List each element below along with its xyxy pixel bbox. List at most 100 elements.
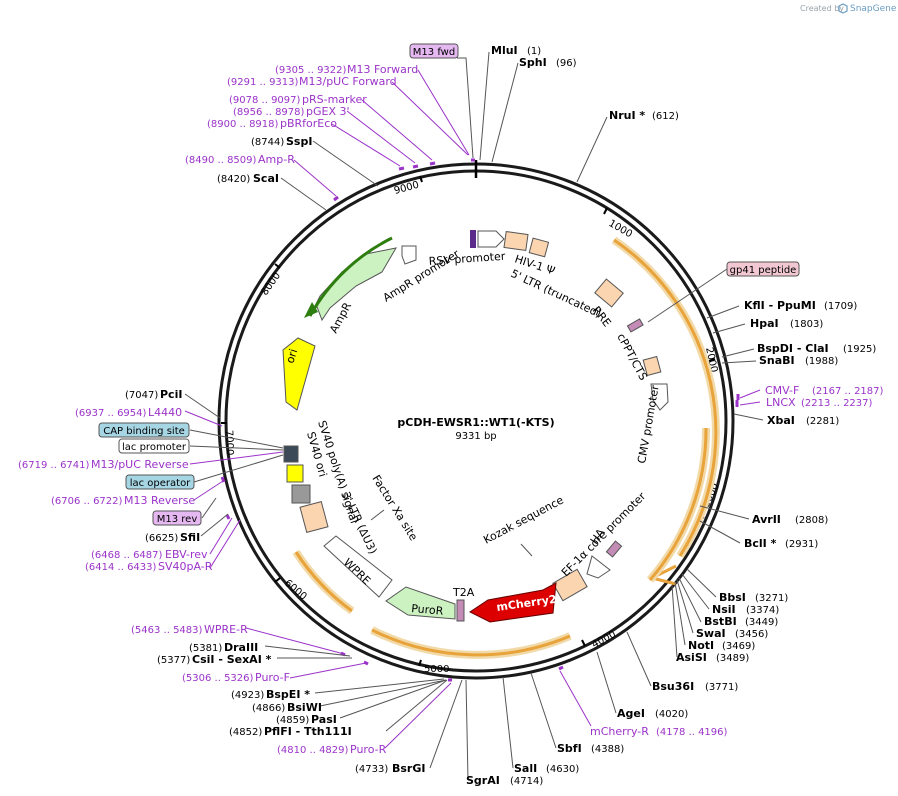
site-name: BbsI bbox=[719, 591, 746, 604]
site-name: DraIII bbox=[224, 641, 258, 654]
feature-label: 5' LTR (truncated) bbox=[509, 267, 604, 320]
feature-label: ori bbox=[283, 347, 300, 365]
site-pos: (8420) bbox=[217, 174, 250, 185]
primer-name: pRS-marker bbox=[302, 93, 367, 106]
site-pos: (1803) bbox=[790, 319, 823, 330]
primer-pos: (4178 .. 4196) bbox=[656, 727, 728, 738]
feature-label: T2A bbox=[452, 586, 475, 599]
feature-label: cPPT/CTS bbox=[614, 331, 649, 382]
site-pos: (3771) bbox=[705, 682, 738, 693]
site-name: PasI bbox=[311, 713, 337, 726]
rre-box-icon bbox=[594, 278, 624, 308]
ori-arrow-icon bbox=[282, 337, 316, 411]
boxed-labels: M13 fwd gp41 peptide CAP binding site la… bbox=[98, 43, 800, 526]
site-name: AvrII bbox=[752, 513, 781, 526]
site-pos: (5381) bbox=[189, 643, 222, 654]
site-name: SspI bbox=[286, 135, 312, 148]
primer-name: Amp-R bbox=[258, 153, 295, 166]
puror-arrow-icon bbox=[385, 586, 456, 620]
primer-pos: (2167 .. 2187) bbox=[812, 386, 884, 397]
primer-pos: (4810 .. 4829) bbox=[277, 745, 349, 756]
credit-prefix: Created by bbox=[800, 4, 844, 13]
ampr-arrow-icon bbox=[315, 247, 397, 322]
feature-label: CMV promoter bbox=[635, 384, 662, 465]
site-pos: (96) bbox=[556, 58, 577, 69]
primer-name: Puro-F bbox=[255, 671, 290, 684]
sv40-polya-box-icon bbox=[286, 464, 304, 483]
primer-pos: (6719 .. 6741) bbox=[18, 460, 90, 471]
primer-pos: (9291 .. 9313) bbox=[227, 77, 299, 88]
primer-name: WPRE-R bbox=[204, 623, 248, 636]
site-pos: (4714) bbox=[510, 776, 543, 787]
site-pos: (4630) bbox=[546, 764, 579, 775]
tick-label: 4000 bbox=[590, 629, 618, 651]
boxed-label: CAP binding site bbox=[103, 426, 185, 437]
site-name: CsiI - SexAI * bbox=[192, 653, 272, 666]
primer-name: L4440 bbox=[148, 406, 182, 419]
primer-pos: (8900 .. 8918) bbox=[207, 119, 279, 130]
site-name: HpaI bbox=[750, 317, 779, 330]
boxed-label: gp41 peptide bbox=[730, 265, 797, 276]
site-pos: (5377) bbox=[157, 655, 190, 666]
feature-label: AmpR promoter bbox=[381, 247, 462, 305]
primer-pos: (9305 .. 9322) bbox=[275, 65, 347, 76]
site-pos: (2931) bbox=[785, 539, 818, 550]
orf-arcs bbox=[292, 236, 720, 659]
cppt-box-icon bbox=[642, 355, 662, 377]
site-name: SfiI bbox=[180, 531, 200, 544]
wpre-box-icon bbox=[323, 535, 393, 598]
site-name: NruI * bbox=[609, 109, 645, 122]
primer-name: EBV-rev bbox=[165, 548, 208, 561]
site-name: NotI bbox=[688, 639, 714, 652]
gp41-marker-icon bbox=[626, 318, 644, 333]
site-pos: (3271) bbox=[755, 593, 788, 604]
credit-brand: SnapGene bbox=[850, 4, 897, 14]
site-name: BsrGI bbox=[392, 762, 425, 775]
ltr-5-box-icon bbox=[503, 230, 529, 252]
primer-pos: (8956 .. 8978) bbox=[233, 107, 305, 118]
m13-fwd-marker-icon bbox=[470, 230, 476, 248]
feature-label: Kozak sequence bbox=[481, 493, 566, 546]
site-name: SnaBI bbox=[759, 354, 795, 367]
site-name: XbaI bbox=[767, 414, 795, 427]
feature-label: Factor Xa site bbox=[369, 473, 420, 544]
primer-name: CMV-F bbox=[765, 384, 799, 397]
primer-name: M13 Forward bbox=[347, 63, 418, 76]
site-name: BspDI - ClaI bbox=[757, 342, 829, 355]
primer-name: M13 Reverse bbox=[124, 494, 195, 507]
site-pos: (4923) bbox=[231, 690, 264, 701]
feature-label: RSV promoter bbox=[428, 250, 506, 268]
primer-name: pGEX 3' bbox=[306, 105, 350, 118]
primer-pos: (8490 .. 8509) bbox=[185, 155, 257, 166]
site-pos: (1) bbox=[527, 46, 541, 57]
tick-label: 1000 bbox=[607, 218, 635, 240]
plasmid-size: 9331 bp bbox=[455, 431, 496, 442]
primer-name: LNCX bbox=[766, 396, 796, 409]
primer-labels: (9305 .. 9322) M13 Forward (9291 .. 9313… bbox=[18, 63, 884, 756]
site-pos: (3489) bbox=[716, 653, 749, 664]
primer-name: mCherry-R bbox=[590, 725, 649, 738]
restriction-sites-left: (4733) BsrGI (4852) PflFI - Tth111I (485… bbox=[125, 135, 425, 775]
site-pos: (4859) bbox=[276, 715, 309, 726]
primer-name: M13/pUC Forward bbox=[299, 75, 397, 88]
site-name: ScaI bbox=[253, 172, 279, 185]
site-pos: (2281) bbox=[806, 416, 839, 427]
site-pos: (8744) bbox=[251, 137, 284, 148]
site-name: SphI bbox=[519, 56, 547, 69]
site-pos: (1925) bbox=[843, 344, 876, 355]
site-pos: (612) bbox=[652, 111, 679, 122]
sv40-ori-box-icon bbox=[291, 484, 311, 504]
cmv-promoter-arrow-icon bbox=[650, 383, 669, 411]
tick-label: 6000 bbox=[282, 578, 309, 603]
site-name: SbfI bbox=[557, 742, 582, 755]
primer-name: pBRforEco bbox=[280, 117, 337, 130]
site-name: MluI bbox=[491, 44, 518, 57]
ampr-promoter-arrow-icon bbox=[401, 245, 417, 265]
site-pos: (4388) bbox=[591, 744, 624, 755]
ampr-orf-arc-icon bbox=[308, 236, 393, 317]
feature-label: PuroR bbox=[411, 602, 444, 618]
feature-glyphs bbox=[282, 230, 669, 623]
restriction-sites-right: MluI (1) SphI (96) NruI * (612) KflI - P… bbox=[466, 44, 876, 787]
primer-pos: (9078 .. 9097) bbox=[229, 95, 301, 106]
site-name: BspEI * bbox=[266, 688, 310, 701]
